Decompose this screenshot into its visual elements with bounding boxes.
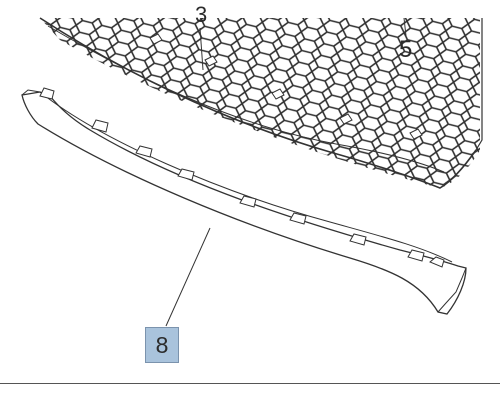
strip-mounting-clips [39,87,445,268]
grille-right-end [475,18,483,151]
grille-mesh [39,17,483,189]
leader-line-8 [165,227,211,327]
clip-9 [429,256,445,268]
bottom-divider [0,383,500,384]
grille-tabs [149,33,423,140]
clip-5 [239,195,257,208]
clip-4 [177,168,195,181]
clip-2 [91,119,109,133]
clip-3 [135,145,153,158]
leader-line-top [199,27,204,71]
callout-label-8: 8 [145,327,179,363]
grille-body [40,18,480,188]
strip-right-end [437,267,467,313]
clip-7 [349,233,367,246]
clip-8 [407,249,425,262]
clip-6 [289,212,307,225]
callout-label-5: 5 [399,36,413,63]
callout-label-partial: 3 [195,2,208,27]
leader-line-5 [403,17,407,37]
clip-1 [39,87,55,100]
grille-inner-edge [47,25,445,173]
